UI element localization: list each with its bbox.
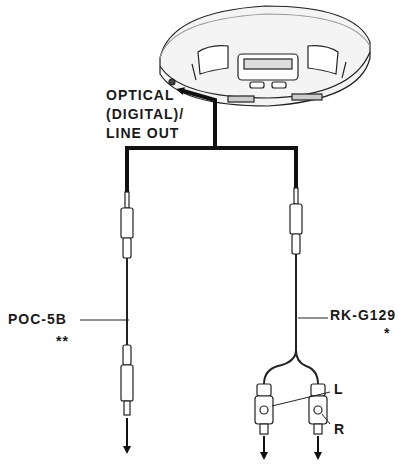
rk-g129-cable xyxy=(255,188,327,456)
channel-label: L xyxy=(334,380,344,399)
part-name: RK-G129 xyxy=(330,306,396,325)
channel-label: R xyxy=(334,420,345,439)
leader-lines xyxy=(80,318,330,424)
connection-lines xyxy=(127,90,296,196)
footnote-mark: * xyxy=(384,324,390,343)
part-name: POC-5B xyxy=(8,310,67,329)
footnote-mark: ** xyxy=(56,332,69,351)
poc-5b-cable xyxy=(121,192,133,450)
port-label: OPTICAL (DIGITAL)/ LINE OUT xyxy=(106,86,206,143)
cd-player xyxy=(160,6,370,106)
